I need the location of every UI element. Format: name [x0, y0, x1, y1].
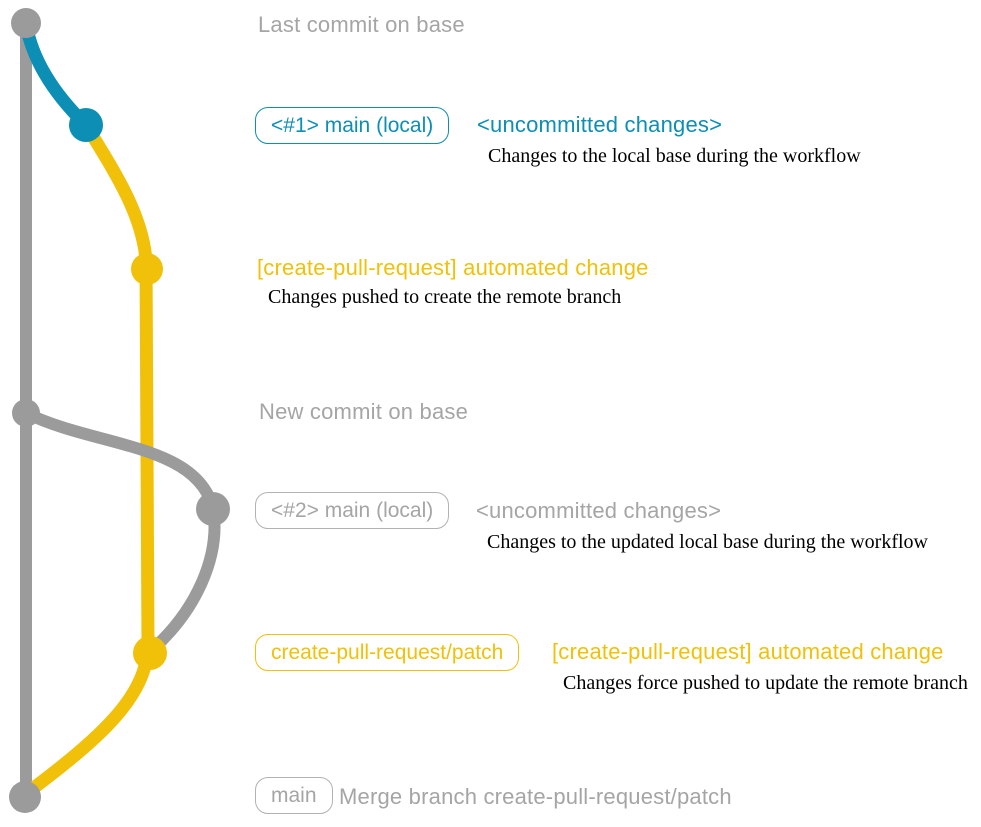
- updated-local-main-branch-curve: [20, 407, 221, 655]
- patch-branch-line: [20, 118, 155, 800]
- commit-node-patch-1: [131, 253, 163, 285]
- annotation-automated-1: Changes pushed to create the remote bran…: [268, 286, 622, 308]
- annotation-automated-2: Changes force pushed to update the remot…: [563, 672, 968, 694]
- commit-node-patch-2: [133, 636, 167, 670]
- commit-node-local-main-2: [196, 492, 230, 526]
- annotation-uncommitted-1: Changes to the local base during the wor…: [488, 145, 861, 167]
- commit-message-merge: Merge branch create-pull-request/patch: [339, 784, 732, 809]
- local-main-branch-curve: [19, 17, 93, 132]
- commit-message-new-base: New commit on base: [259, 399, 469, 424]
- branch-label-main-local-1: <#1> main (local): [255, 107, 450, 144]
- branch-label-main: main: [255, 777, 333, 814]
- commit-node-local-main-1: [69, 108, 103, 142]
- annotation-uncommitted-2: Changes to the updated local base during…: [487, 531, 928, 553]
- branch-label-patch: create-pull-request/patch: [255, 634, 520, 671]
- commit-node-last-base: [11, 8, 41, 38]
- commit-node-new-base: [12, 399, 40, 427]
- branch-label-main-local-2: <#2> main (local): [255, 492, 450, 529]
- commit-message-last-base: Last commit on base: [258, 12, 465, 37]
- commit-message-automated-1: [create-pull-request] automated change: [257, 255, 649, 280]
- commit-node-merge: [9, 781, 41, 813]
- commit-message-automated-2: [create-pull-request] automated change: [552, 639, 944, 664]
- commit-message-uncommitted-2: <uncommitted changes>: [476, 498, 722, 523]
- commit-graph: [9, 8, 230, 813]
- commit-message-uncommitted-1: <uncommitted changes>: [477, 112, 723, 137]
